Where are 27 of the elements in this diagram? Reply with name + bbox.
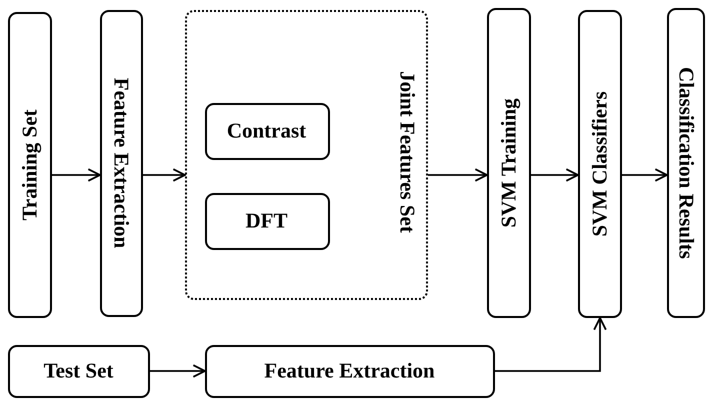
process-box	[578, 10, 622, 318]
process-box	[204, 192, 330, 250]
box-label: SVM Classifiers	[589, 90, 610, 236]
box-label: SVM Training	[498, 98, 519, 228]
process-box	[204, 102, 330, 160]
box-label: Feature Extraction	[110, 78, 132, 248]
group-title: Joint Features Set	[396, 71, 418, 233]
process-box	[667, 8, 705, 318]
box-label: DFT	[246, 210, 288, 231]
process-box	[205, 345, 495, 398]
arrow	[52, 168, 101, 182]
box-label: Test Set	[44, 360, 114, 382]
arrow	[428, 168, 488, 182]
arrow	[143, 168, 186, 182]
process-box	[487, 8, 531, 318]
arrow	[495, 317, 607, 372]
box-label: Contrast	[226, 120, 306, 141]
box-label: Classification Results	[675, 66, 696, 258]
process-box	[8, 12, 52, 318]
process-box	[100, 10, 143, 317]
process-box	[8, 345, 150, 398]
box-label: Feature Extraction	[264, 360, 435, 382]
arrow	[150, 364, 206, 378]
arrow	[622, 168, 668, 182]
group-box	[185, 10, 428, 300]
arrow	[531, 168, 579, 182]
box-label: Training Set	[19, 108, 40, 220]
